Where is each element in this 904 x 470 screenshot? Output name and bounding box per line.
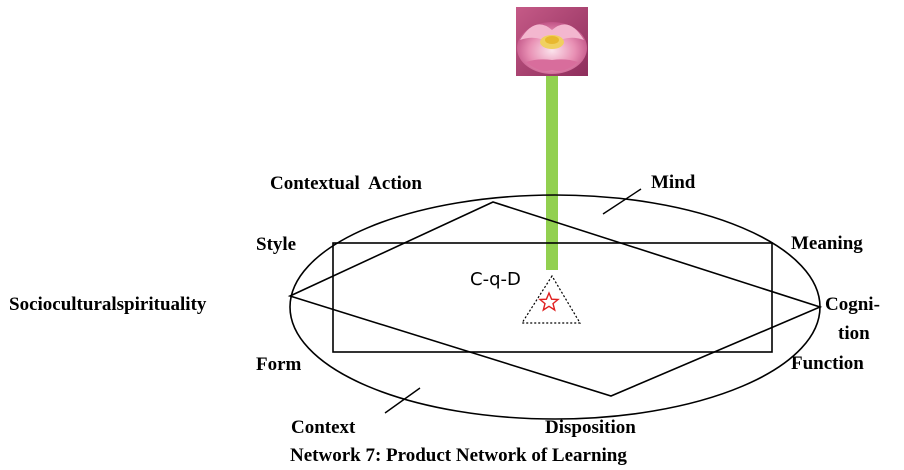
label-contextual-action: Contextual Action: [270, 173, 422, 194]
caption: Network 7: Product Network of Learning: [290, 445, 627, 466]
label-meaning: Meaning: [791, 233, 863, 254]
label-cognition-line2: tion: [838, 323, 870, 344]
label-mind: Mind: [651, 172, 696, 193]
star-icon: [538, 291, 560, 312]
lotus-flower-image: [516, 7, 588, 76]
stem-bar: [546, 76, 558, 270]
label-form: Form: [256, 354, 302, 375]
label-disposition: Disposition: [545, 417, 636, 438]
label-context: Context: [291, 417, 356, 438]
network-quad-a: [287, 201, 823, 397]
inner-rectangle: [332, 242, 773, 353]
label-function: Function: [791, 353, 864, 374]
center-triangle: [520, 274, 582, 324]
context-pointer-line: [384, 387, 421, 414]
mind-pointer-line: [602, 188, 642, 215]
label-cognition-line1: Cogni-: [825, 294, 880, 315]
label-style: Style: [256, 234, 296, 255]
center-label: C-q-D: [470, 269, 521, 290]
label-socioculturalspirituality: Socioculturalspirituality: [9, 294, 207, 315]
